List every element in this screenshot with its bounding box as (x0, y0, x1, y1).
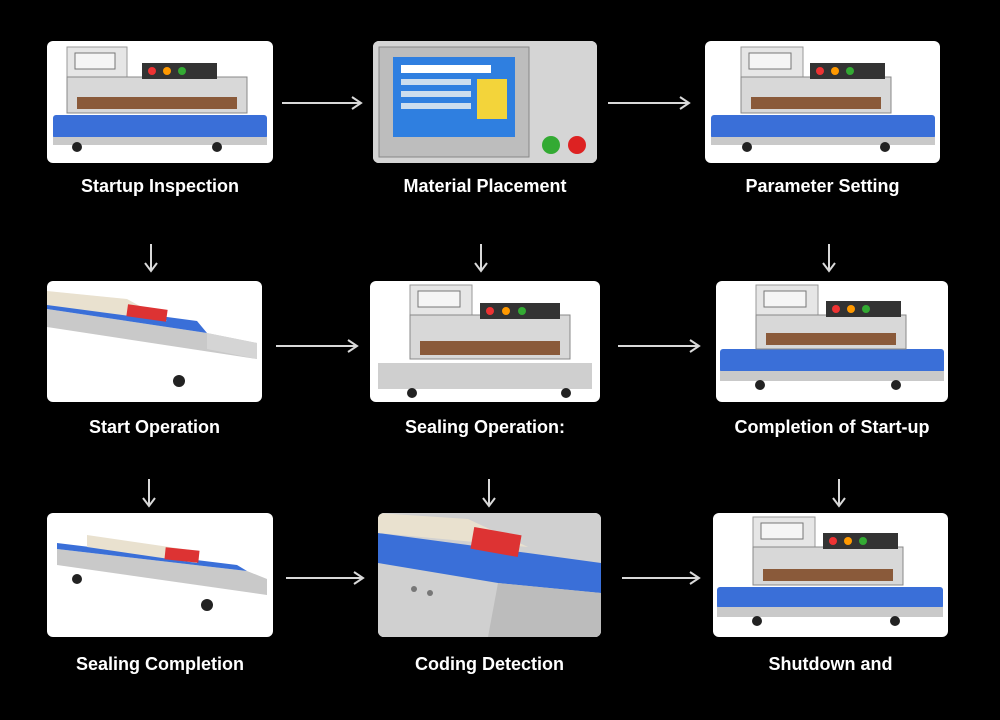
step-8-label: Coding Detection (415, 654, 564, 674)
step-3-label: Parameter Setting (745, 176, 900, 196)
step-2-image-panel (373, 41, 597, 163)
arrow-right-icon (618, 339, 701, 353)
sealing-machine-illustration (711, 46, 935, 152)
step-1-label: Startup Inspection (80, 176, 239, 196)
step-1-image-panel (47, 41, 273, 163)
step-5-label: Sealing Operation: (404, 417, 566, 437)
arrow-right-icon (286, 571, 365, 585)
step-9-image-panel (713, 513, 948, 637)
step-6-image-panel (716, 281, 948, 402)
arrow-right-icon (622, 571, 701, 585)
step-6-label: Completion of Start-up (734, 417, 930, 437)
step-7-label: Sealing Completion (75, 654, 244, 674)
conveyor-with-bag-illustration (57, 535, 267, 611)
step-2-label: Material Placement (403, 176, 567, 196)
sealing-machine-illustration (53, 46, 267, 152)
sealing-machine-illustration (720, 284, 944, 390)
conveyor-closeup-illustration (378, 513, 601, 637)
arrow-down-icon (142, 479, 156, 508)
sealing-machine-illustration (378, 284, 592, 398)
step-4-label: Start Operation (88, 417, 221, 437)
arrow-down-icon (482, 479, 496, 508)
arrow-right-icon (276, 339, 359, 353)
arrow-down-icon (832, 479, 846, 508)
arrow-down-icon (822, 244, 836, 273)
step-7-image-panel (47, 513, 273, 637)
conveyor-with-bag-illustration (47, 291, 257, 387)
step-9-label: Shutdown and (768, 654, 893, 674)
arrow-right-icon (282, 96, 363, 110)
arrow-right-icon (608, 96, 691, 110)
arrow-down-icon (474, 244, 488, 273)
sealing-machine-illustration (717, 516, 943, 626)
control-touchscreen-illustration (373, 41, 597, 163)
step-4-image-panel (47, 281, 262, 402)
arrow-down-icon (144, 244, 158, 273)
step-5-image-panel (370, 281, 600, 402)
step-3-image-panel (705, 41, 940, 163)
step-8-image-panel (378, 513, 601, 637)
